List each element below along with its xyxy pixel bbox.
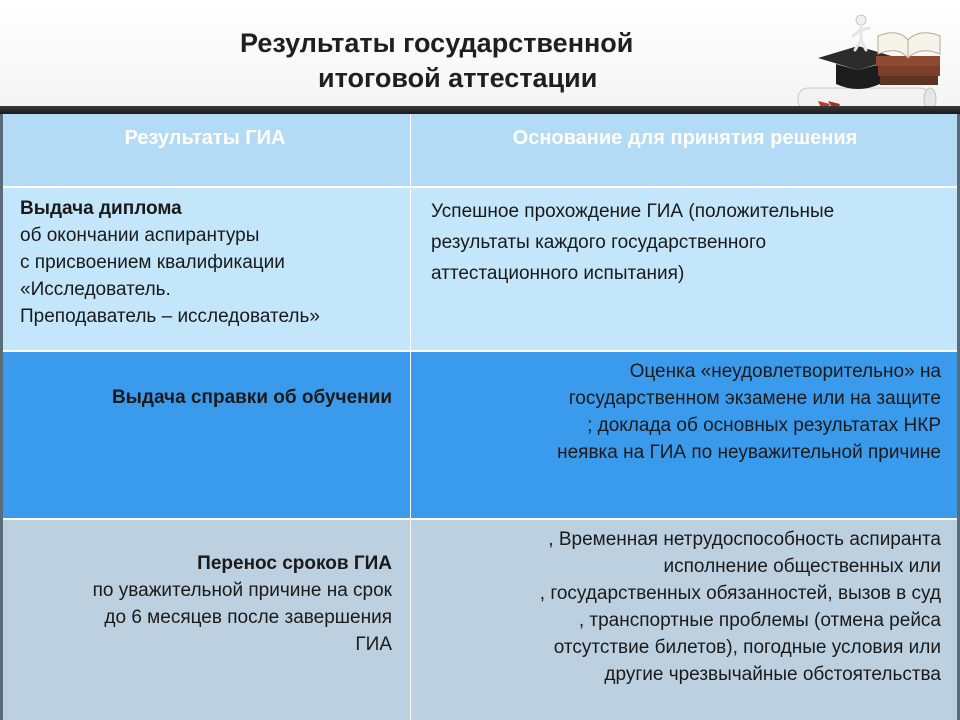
row-text-line: до 6 месяцев после завершения bbox=[104, 607, 392, 628]
table-left-edge bbox=[0, 114, 3, 720]
row-heading: Перенос сроков ГИА bbox=[197, 553, 392, 574]
row-text-line: отсутствие билетов), погодные условия ил… bbox=[553, 637, 941, 658]
page-title: Результаты государственной bbox=[240, 28, 634, 58]
books-stack-icon bbox=[876, 32, 941, 85]
row-text-line: , государственных обязанностей, вызов в … bbox=[539, 583, 941, 604]
row-text-line: , транспортные проблемы (отмена рейса bbox=[578, 610, 941, 631]
row-heading: Выдача диплома bbox=[20, 198, 182, 219]
table-row-3-right: , Временная нетрудоспособность аспиранта… bbox=[411, 520, 960, 720]
row-text-line: об окончании аспирантуры bbox=[20, 225, 260, 246]
row-text-line: результаты каждого государственного bbox=[431, 232, 767, 253]
column-header-basis: Основание для принятия решения bbox=[411, 114, 960, 188]
column-header-results: Результаты ГИА bbox=[0, 114, 411, 188]
row-text-line: аттестационного испытания) bbox=[431, 263, 685, 284]
table-row-2-right: Оценка «неудовлетворительно» на государс… bbox=[411, 352, 960, 520]
diploma-scroll-icon bbox=[797, 87, 937, 114]
row-heading: Выдача справки об обучении bbox=[111, 387, 392, 408]
row-text-line: Успешное прохождение ГИА (положительные bbox=[431, 201, 835, 222]
table-row-1-left: Выдача диплома об окончании аспирантуры … bbox=[0, 188, 411, 352]
graduation-cap-books-figure-icon bbox=[797, 14, 941, 114]
table-right-edge bbox=[957, 114, 960, 720]
row-text-line: Преподаватель – исследователь» bbox=[20, 306, 320, 327]
table-row-2-left: Выдача справки об обучении bbox=[0, 352, 411, 520]
page-subtitle: итоговой аттестации bbox=[318, 63, 598, 93]
row-text-line: ; доклада об основных результатах НКР bbox=[587, 415, 941, 436]
row-text-line: исполнение общественных или bbox=[663, 556, 941, 577]
row-text-line: Оценка «неудовлетворительно» на bbox=[629, 361, 941, 382]
row-text-line: по уважительной причине на срок bbox=[92, 580, 392, 601]
row-text-line: «Исследователь. bbox=[20, 279, 171, 300]
table-row-3-left: Перенос сроков ГИА по уважительной причи… bbox=[0, 520, 411, 720]
row-text-line: другие чрезвычайные обстоятельства bbox=[604, 664, 941, 685]
row-text-line: с присвоением квалификации bbox=[20, 252, 285, 273]
results-table: Результаты ГИА Основание для принятия ре… bbox=[0, 114, 960, 720]
row-text-line: государственном экзамене или на защите bbox=[568, 388, 941, 409]
figure-icon bbox=[851, 14, 871, 52]
row-text-line: неявка на ГИА по неуважительной причине bbox=[557, 442, 941, 463]
slide-header: Результаты государственной итоговой атте… bbox=[0, 0, 960, 114]
row-text-line: ГИА bbox=[355, 634, 392, 655]
row-text-line: , Временная нетрудоспособность аспиранта bbox=[548, 529, 941, 550]
table-row-1-right: Успешное прохождение ГИА (положительные … bbox=[411, 188, 960, 352]
header-divider bbox=[0, 106, 960, 114]
